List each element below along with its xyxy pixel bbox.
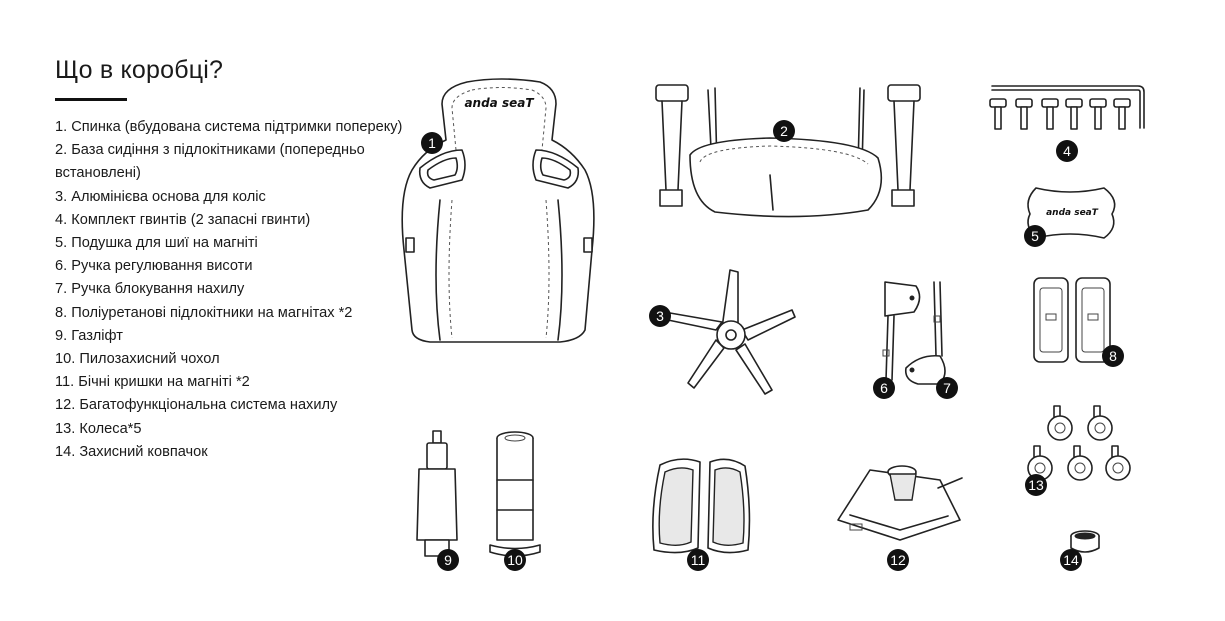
badge-4: 4 xyxy=(1056,140,1078,162)
title-underline xyxy=(55,98,127,101)
list-item: 3. Алюмінієва основа для коліс xyxy=(55,188,266,205)
tilt-mechanism-icon xyxy=(837,465,963,541)
svg-text:3: 3 xyxy=(656,308,664,324)
svg-text:7: 7 xyxy=(943,380,951,396)
list-item: 8. Поліуретанові підлокітники на магніта… xyxy=(55,304,353,321)
badge-12: 12 xyxy=(887,549,909,571)
list-item: 2. База сидіння з підлокітниками (попере… xyxy=(55,142,365,182)
badge-2: 2 xyxy=(773,120,795,142)
svg-text:4: 4 xyxy=(1063,143,1071,159)
list-item: 1. Спинка (вбудована система підтримки п… xyxy=(55,119,403,135)
badge-10: 10 xyxy=(504,549,526,571)
svg-text:6: 6 xyxy=(880,380,888,396)
list-item: 13. Колеса*5 xyxy=(55,420,142,437)
tilt-handle-icon xyxy=(904,281,946,385)
armrest-pads-icon xyxy=(1033,277,1111,363)
protective-cap-icon xyxy=(1070,530,1100,553)
svg-text:9: 9 xyxy=(444,552,452,568)
badge-8: 8 xyxy=(1102,345,1124,367)
neck-pillow-icon: anda seaT xyxy=(1027,187,1116,239)
svg-text:13: 13 xyxy=(1028,477,1044,493)
page-title: Що в коробці? xyxy=(55,56,224,84)
svg-text:10: 10 xyxy=(507,552,523,568)
list-item: 6. Ручка регулювання висоти xyxy=(55,258,253,275)
svg-text:1: 1 xyxy=(428,135,436,151)
side-covers-icon xyxy=(652,458,751,554)
brand-logo: anda seaT xyxy=(464,96,534,110)
badge-9: 9 xyxy=(437,549,459,571)
svg-text:11: 11 xyxy=(691,552,706,568)
dust-cover-icon xyxy=(489,431,541,557)
contents-list: 1. Спинка (вбудована система підтримки п… xyxy=(55,116,405,464)
badge-14: 14 xyxy=(1060,549,1082,571)
badge-3: 3 xyxy=(649,305,671,327)
screws-icon xyxy=(989,85,1145,130)
list-item: 4. Комплект гвинтів (2 запасні гвинти) xyxy=(55,211,311,228)
pillow-logo: anda seaT xyxy=(1046,208,1099,218)
badge-11: 11 xyxy=(687,549,709,571)
list-item: 12. Багатофункціональна система нахилу xyxy=(55,397,338,414)
height-handle-icon xyxy=(882,281,921,381)
wheel-base-icon xyxy=(667,269,796,395)
list-item: 9. Газліфт xyxy=(55,327,123,344)
badge-5: 5 xyxy=(1024,225,1046,247)
badge-6: 6 xyxy=(873,377,895,399)
badge-7: 7 xyxy=(936,377,958,399)
list-item: 5. Подушка для шиї на магніті xyxy=(55,235,258,252)
seat-base-icon xyxy=(655,84,921,218)
svg-text:14: 14 xyxy=(1063,552,1079,568)
list-item: 14. Захисний ковпачок xyxy=(55,443,208,460)
badge-13: 13 xyxy=(1025,474,1047,496)
casters-icon xyxy=(1027,405,1131,481)
svg-text:2: 2 xyxy=(780,123,788,139)
list-item: 7. Ручка блокування нахилу xyxy=(55,281,245,298)
gas-lift-icon xyxy=(416,430,458,557)
list-item: 10. Пилозахисний чохол xyxy=(55,351,220,368)
svg-text:8: 8 xyxy=(1109,348,1117,364)
backrest-icon: anda seaT xyxy=(401,78,595,343)
svg-text:12: 12 xyxy=(890,552,906,568)
svg-text:5: 5 xyxy=(1031,228,1039,244)
list-item: 11. Бічні кришки на магніті *2 xyxy=(55,374,250,391)
badge-1: 1 xyxy=(421,132,443,154)
